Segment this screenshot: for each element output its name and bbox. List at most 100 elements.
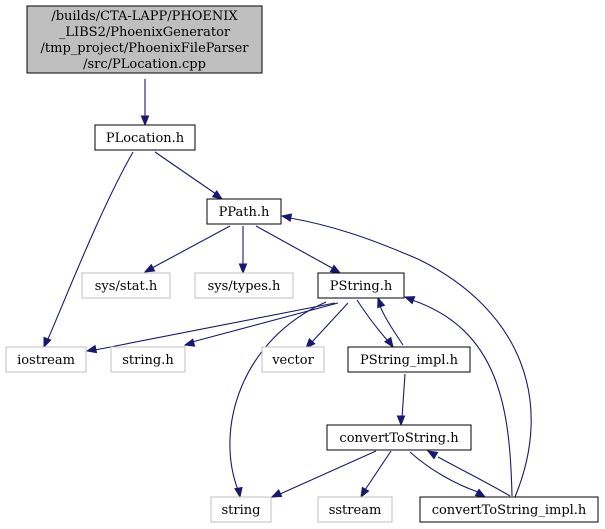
- node-box: [5, 346, 87, 373]
- arrowhead-icon: [85, 344, 98, 354]
- arrowhead-icon: [270, 489, 283, 498]
- edge-converttostring_impl_h-to-pstring_h: [403, 296, 513, 497]
- node-label: convertToString.h: [339, 431, 459, 446]
- node-box: [210, 496, 272, 523]
- node-vector: vector: [261, 346, 325, 373]
- edge-ppath_h-to-sys_stat_h: [143, 225, 231, 273]
- arrowhead-icon: [183, 338, 196, 347]
- edge-line: [151, 225, 231, 269]
- node-converttostring-h[interactable]: convertToString.h: [326, 424, 472, 451]
- edge-line: [47, 151, 134, 340]
- node-label: iostream: [17, 353, 75, 368]
- arrowhead-icon: [329, 264, 342, 274]
- node-iostream: iostream: [5, 346, 87, 373]
- arrowhead-icon: [238, 263, 248, 275]
- node-label: string.h: [122, 353, 174, 368]
- edge-converttostring_h-to-converttostring_impl_h: [409, 451, 487, 498]
- edge-line: [437, 456, 511, 497]
- node-label: /builds/CTA-LAPP/PHOENIX: [51, 9, 238, 24]
- node-box: [26, 5, 263, 74]
- edge-line: [154, 151, 217, 195]
- edge-line: [379, 305, 404, 346]
- node-label: _LIBS2/PhoenixGenerator: [59, 25, 231, 40]
- node-pstring-h[interactable]: PString.h: [317, 272, 405, 299]
- node-label: vector: [271, 353, 314, 368]
- node-label: convertToString_impl.h: [432, 503, 587, 518]
- node-box: [419, 496, 599, 523]
- node-box: [326, 424, 472, 451]
- edge-plocation_h-to-ppath_h: [154, 151, 224, 200]
- edge-pstring_h-to-iostream: [85, 302, 336, 354]
- edges-layer: [43, 79, 532, 499]
- edge-converttostring_impl_h-to-ppath_h: [280, 213, 532, 498]
- edge-converttostring_h-to-sstream: [360, 450, 392, 499]
- arrowhead-icon: [474, 488, 487, 498]
- node-box: [317, 496, 393, 523]
- arrowhead-icon: [360, 486, 370, 499]
- node-box: [94, 124, 196, 151]
- node-sys-stat-h: sys/stat.h: [81, 272, 171, 299]
- edge-line: [94, 302, 336, 351]
- edge-line: [401, 373, 406, 419]
- nodes-layer: /builds/CTA-LAPP/PHOENIX_LIBS2/PhoenixGe…: [5, 5, 599, 523]
- edge-ppath_h-to-pstring_h: [255, 225, 342, 274]
- node-label: PString_impl.h: [360, 353, 459, 368]
- node-label: PPath.h: [219, 205, 270, 220]
- node-label: string: [222, 503, 261, 518]
- node-label: /src/PLocation.cpp: [83, 57, 206, 72]
- edge-pstring_h-to-string_h: [183, 302, 339, 347]
- node-label: sys/stat.h: [95, 279, 158, 294]
- arrowhead-icon: [426, 450, 439, 460]
- edge-pstring_h-to-string: [229, 301, 327, 499]
- node-sys-types-h: sys/types.h: [194, 272, 294, 299]
- edge-converttostring_h-to-string: [270, 450, 377, 498]
- edge-line: [229, 301, 327, 491]
- edge-line: [279, 450, 377, 495]
- arrowhead-icon: [403, 296, 416, 305]
- node-label: PString.h: [330, 279, 393, 294]
- edge-pstring_h-to-pstring_impl_h: [356, 299, 394, 349]
- edge-line: [364, 450, 392, 491]
- edge-pstring_impl_h-to-pstring_h: [377, 296, 404, 346]
- node-label: sstream: [329, 503, 382, 518]
- node-box: [110, 346, 186, 373]
- node-string-h: string.h: [110, 346, 186, 373]
- edge-pstring_impl_h-to-converttostring_h: [396, 373, 406, 427]
- edge-ppath_h-to-sys_types_h: [238, 226, 248, 275]
- edge-line: [191, 302, 339, 343]
- node-box: [261, 346, 325, 373]
- arrowhead-icon: [43, 336, 52, 349]
- arrowhead-icon: [234, 486, 243, 499]
- node-box: [81, 272, 171, 299]
- arrowhead-icon: [396, 415, 406, 427]
- node-box: [317, 272, 405, 299]
- node-ppath-h[interactable]: PPath.h: [206, 198, 282, 225]
- node-label: sys/types.h: [208, 279, 281, 294]
- node-root[interactable]: /builds/CTA-LAPP/PHOENIX_LIBS2/PhoenixGe…: [26, 5, 263, 74]
- edge-line: [255, 225, 333, 269]
- arrowhead-icon: [143, 263, 156, 273]
- arrowhead-icon: [305, 338, 316, 350]
- edge-line: [311, 302, 349, 343]
- node-converttostring-impl-h[interactable]: convertToString_impl.h: [419, 496, 599, 523]
- node-label: PLocation.h: [106, 131, 185, 146]
- node-pstring-impl-h[interactable]: PString_impl.h: [347, 346, 471, 373]
- edge-line: [409, 451, 479, 493]
- edge-root-to-plocation_h: [140, 79, 150, 127]
- edge-plocation_h-to-iostream: [43, 151, 134, 349]
- arrowhead-icon: [280, 213, 293, 222]
- edge-pstring_h-to-vector: [305, 302, 349, 350]
- node-box: [347, 346, 471, 373]
- edge-line: [356, 299, 389, 342]
- edge-line: [289, 217, 532, 498]
- node-box: [206, 198, 282, 225]
- node-sstream: sstream: [317, 496, 393, 523]
- edge-line: [411, 299, 513, 497]
- arrowhead-icon: [377, 296, 386, 309]
- arrowhead-icon: [383, 336, 394, 349]
- node-plocation-h[interactable]: PLocation.h: [94, 124, 196, 151]
- node-label: /tmp_project/PhoenixFileParser: [41, 41, 250, 56]
- arrowhead-icon: [140, 115, 150, 127]
- node-string: string: [210, 496, 272, 523]
